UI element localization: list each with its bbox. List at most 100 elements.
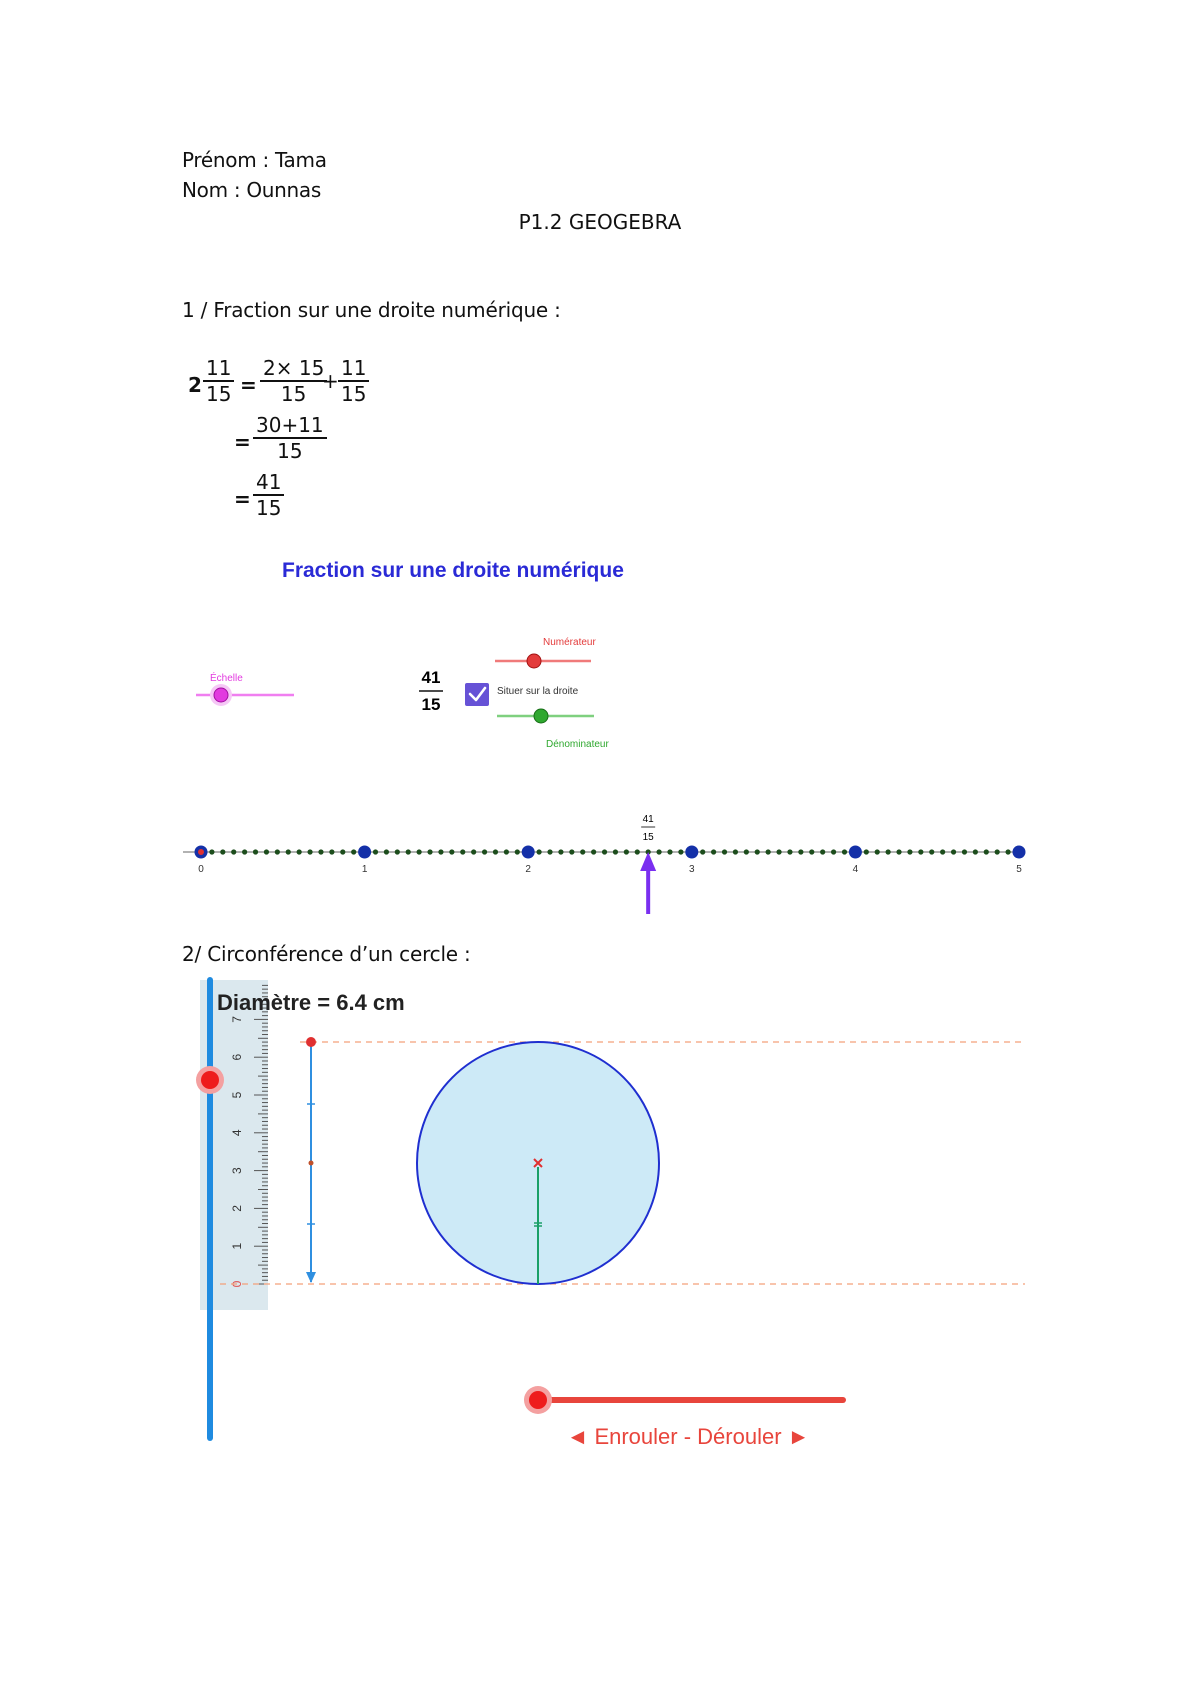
echelle-label: Échelle xyxy=(210,671,243,684)
subdivision-dot xyxy=(634,849,640,855)
subdivision-dot xyxy=(972,849,978,855)
subdivision-dot xyxy=(950,849,957,855)
subdivision-dot xyxy=(329,849,335,855)
subdivision-dot xyxy=(481,849,488,855)
ruler-label: 7 xyxy=(230,1016,244,1023)
marker-arrow-head[interactable] xyxy=(640,852,657,871)
fraction-number-line-applet: Fraction sur une droite numérique Échell… xyxy=(183,559,1026,914)
fraction-display-num: 41 xyxy=(422,668,441,687)
subdivision-dot xyxy=(252,849,259,855)
axis-tick-label: 1 xyxy=(362,864,368,875)
subdivision-dot xyxy=(896,849,902,855)
subdivision-dot xyxy=(351,849,357,855)
numerateur-slider-handle[interactable] xyxy=(526,653,542,669)
diameter-label: Diamètre = 6.4 cm xyxy=(217,990,405,1015)
subdivision-dot xyxy=(776,849,782,855)
subdivision-dot xyxy=(994,849,1000,855)
subdivision-dot xyxy=(732,849,739,855)
subdivision-dot xyxy=(885,849,891,855)
subdivision-dot xyxy=(765,849,771,855)
diameter-arrow-head xyxy=(306,1272,316,1283)
subdivision-dot xyxy=(798,849,804,855)
subdivision-dot xyxy=(983,849,989,855)
subdivision-dot xyxy=(743,849,749,855)
subdivision-dot xyxy=(863,849,869,855)
page-title: P1.2 GEOGEBRA xyxy=(518,210,682,234)
ruler-label: 5 xyxy=(230,1091,244,1098)
mixed-whole: 2 xyxy=(188,373,202,397)
subdivision-dot xyxy=(678,849,684,855)
subdivision-dot xyxy=(580,849,586,855)
subdivision-dot xyxy=(961,849,968,855)
unit-point xyxy=(1012,845,1026,859)
subdivision-dot xyxy=(569,849,575,855)
subdivision-dot xyxy=(558,849,564,855)
marker-den: 15 xyxy=(643,832,655,843)
axis-tick-label: 2 xyxy=(525,864,531,875)
number-line-subdivisions xyxy=(209,849,1011,855)
subdivision-dot xyxy=(612,849,619,855)
unit-point xyxy=(848,845,862,859)
section2-heading: 2/ Circonférence d’un cercle : xyxy=(182,942,471,966)
subdivision-dot xyxy=(394,849,400,855)
subdivision-dot xyxy=(514,849,520,855)
echelle-slider-knob[interactable] xyxy=(213,687,229,703)
subdivision-dot xyxy=(820,849,826,855)
ruler-label: 1 xyxy=(230,1243,244,1250)
subdivision-dot xyxy=(787,849,793,855)
denominateur-slider-handle[interactable] xyxy=(533,708,549,724)
situer-checkbox[interactable] xyxy=(465,683,489,706)
subdivision-dot xyxy=(841,849,848,855)
axis-tick-label: 0 xyxy=(198,864,204,875)
subdivision-dot xyxy=(809,849,815,855)
section1-heading: 1 / Fraction sur une droite numérique : xyxy=(182,298,561,322)
diameter-mid-point xyxy=(308,1160,314,1166)
subdivision-dot xyxy=(656,849,662,855)
subdivision-dot xyxy=(285,849,291,855)
subdivision-dot xyxy=(623,849,629,855)
subdivision-dot xyxy=(274,849,280,855)
subdivision-dot xyxy=(591,849,597,855)
marker-num: 41 xyxy=(643,814,655,825)
equals-sign: = xyxy=(240,373,257,397)
equals-sign: = xyxy=(234,430,251,454)
subdivision-dot xyxy=(416,849,422,855)
subdivision-dot xyxy=(438,849,444,855)
ruler-label: 3 xyxy=(230,1167,244,1174)
vertical-slider-handle[interactable] xyxy=(201,1071,219,1089)
denominateur-label: Dénominateur xyxy=(546,739,609,750)
equals-sign: = xyxy=(234,487,251,511)
axis-tick-label: 5 xyxy=(1016,864,1022,875)
subdivision-dot xyxy=(340,849,346,855)
lastname-line: Nom : Ounnas xyxy=(182,178,321,202)
unit-point xyxy=(358,845,372,859)
origin-point xyxy=(198,849,204,855)
subdivision-dot xyxy=(536,849,542,855)
axis-tick-label: 3 xyxy=(689,864,695,875)
firstname-line: Prénom : Tama xyxy=(182,148,327,172)
subdivision-dot xyxy=(318,849,324,855)
subdivision-dot xyxy=(471,849,477,855)
subdivision-dot xyxy=(907,849,913,855)
subdivision-dot xyxy=(405,849,411,855)
subdivision-dot xyxy=(231,849,237,855)
subdivision-dot xyxy=(307,849,313,855)
subdivision-dot xyxy=(372,849,379,855)
subdivision-dot xyxy=(460,849,466,855)
subdivision-dot xyxy=(492,849,499,855)
subdivision-dot xyxy=(296,849,302,855)
ruler-label: 2 xyxy=(230,1205,244,1212)
subdivision-dot xyxy=(830,849,837,855)
enrouler-slider-handle[interactable] xyxy=(529,1391,547,1409)
subdivision-dot xyxy=(1005,849,1011,855)
subdivision-dot xyxy=(918,849,924,855)
subdivision-dot xyxy=(449,849,455,855)
diameter-top-point[interactable] xyxy=(306,1037,316,1047)
